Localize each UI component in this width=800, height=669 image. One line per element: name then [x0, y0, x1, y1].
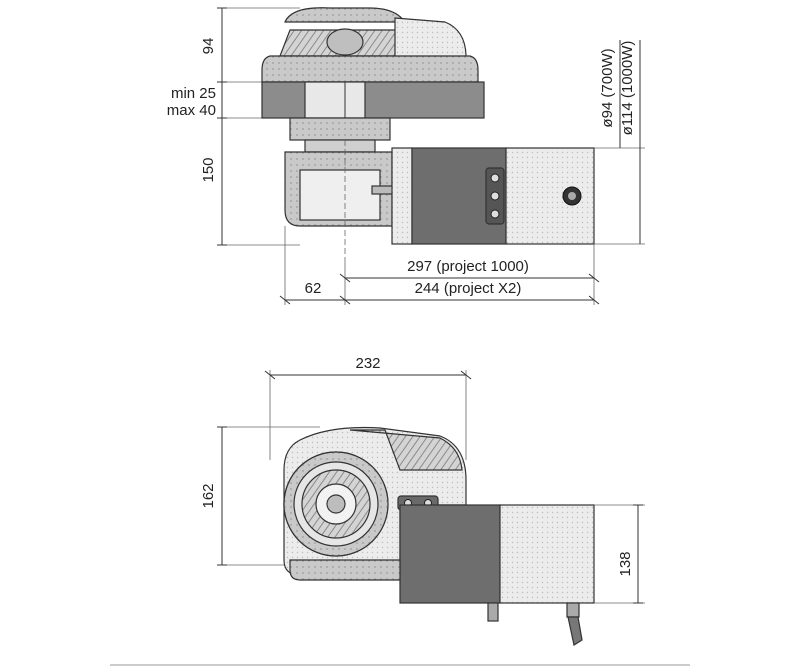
dim-tick: [588, 295, 600, 305]
motor-flange: [391, 147, 413, 245]
cable-gland-right: [566, 602, 580, 618]
cable-gland-left: [487, 602, 499, 622]
dim-label-162: 162: [200, 483, 217, 508]
top-view: 94 min 25 max 40 150: [167, 7, 645, 305]
dim-label-138: 138: [617, 551, 634, 576]
dim-tick: [264, 370, 276, 380]
plan-motor-light: [499, 504, 595, 604]
cable: [567, 616, 583, 646]
dim-label-297: 297 (project 1000): [407, 258, 529, 275]
gypsy-hub: [326, 28, 364, 56]
dim-label-62: 62: [305, 280, 322, 297]
deck: [261, 81, 485, 119]
deck-hole: [304, 81, 366, 119]
drum-center: [326, 494, 346, 514]
under-deck-flange: [289, 117, 391, 141]
dim-label-244: 244 (project X2): [415, 280, 522, 297]
bottom-view: 232 162 138: [200, 355, 645, 646]
terminal-screw: [490, 173, 500, 183]
dim-tick: [339, 295, 351, 305]
plan-lower-body: [289, 559, 401, 581]
gearbox-window: [299, 169, 381, 221]
plan-top-cover: [349, 429, 463, 471]
dim-label-diameter-1000w: ø114 (1000W): [619, 41, 636, 136]
dim-label-max40: max 40: [167, 102, 216, 119]
dim-label-94: 94: [200, 38, 217, 55]
base-plate: [261, 55, 479, 83]
dim-tick: [588, 273, 600, 283]
plan-motor-dark: [399, 504, 501, 604]
top-cover: [284, 7, 407, 23]
coupling: [304, 139, 376, 153]
dim-label-diameter-700w: ø94 (700W): [599, 48, 616, 127]
dim-label-min25: min 25: [171, 85, 216, 102]
terminal-screw: [490, 209, 500, 219]
dim-label-150: 150: [200, 157, 217, 182]
terminal-screw: [490, 191, 500, 201]
motor-cable-gland-center: [568, 192, 576, 200]
dim-label-232: 232: [355, 355, 380, 372]
dim-tick: [279, 295, 291, 305]
dim-tick: [339, 273, 351, 283]
dim-tick: [460, 370, 472, 380]
